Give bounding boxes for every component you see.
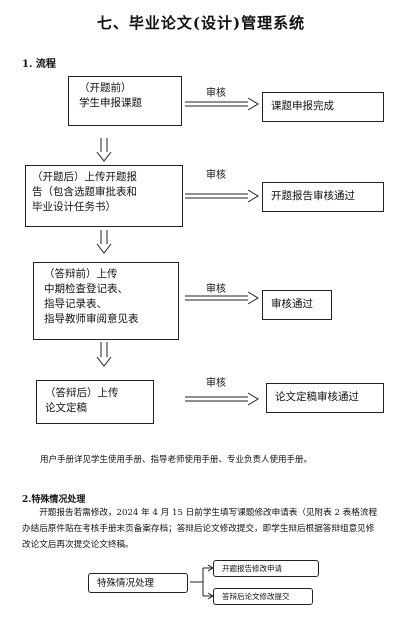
flow-step-3-line-2: 中期检查登记表、 xyxy=(44,283,128,295)
flow-step-4-action: 审核 xyxy=(206,378,226,389)
flow-step-2-action: 审核 xyxy=(206,170,226,181)
arrow-down-2 xyxy=(96,230,112,254)
section-1-heading: 1. 流程 xyxy=(22,59,56,70)
flow-step-4-result: 论文定稿审核通过 xyxy=(266,383,384,413)
flow-step-3-line-4: 指导教师审阅意见表 xyxy=(44,313,139,325)
flow-step-1-line-1: （开题前） xyxy=(79,82,132,94)
section-2-paragraph: 开题报告若需修改，2024 年 4 月 15 日前学生填写课题修改申请表（见附表… xyxy=(22,508,378,550)
arrow-down-3 xyxy=(96,342,112,367)
branch-1-box: 开题报告修改申请 xyxy=(213,560,319,577)
flow-step-2-line-2: 告（包含选题审批表和 xyxy=(32,186,137,198)
flow-step-1-box: （开题前） 学生申报课题 xyxy=(68,76,182,126)
arrow-right-3 xyxy=(185,291,259,305)
flow-step-3-line-1: （答辩前）上传 xyxy=(44,268,118,280)
flow-step-1-action: 审核 xyxy=(206,88,226,99)
flow-step-2-result: 开题报告审核通过 xyxy=(262,182,384,212)
flow-step-2-box: （开题后）上传开题报 告（包含选题审批表和 毕业设计任务书） xyxy=(25,165,183,227)
flow-step-4-line-1: （答辩后）上传 xyxy=(45,387,119,399)
flow-step-4-box: （答辩后）上传 论文定稿 xyxy=(36,380,154,424)
flow-step-3-action: 审核 xyxy=(206,284,226,295)
arrow-right-1 xyxy=(185,97,259,111)
section-2-heading: 2.特殊情况处理 xyxy=(22,495,86,505)
arrow-right-2 xyxy=(185,189,259,203)
flow-step-3-line-3: 指导记录表、 xyxy=(44,298,107,310)
manual-note: 用户手册详见学生使用手册、指导老师使用手册、专业负责人使用手册。 xyxy=(40,455,313,465)
flow-step-1-line-2: 学生申报课题 xyxy=(79,97,142,109)
flow-step-2-line-1: （开题后）上传开题报 xyxy=(32,171,137,183)
page-title: 七、毕业论文(设计)管理系统 xyxy=(96,14,306,32)
flow-step-3-result: 审核通过 xyxy=(262,290,332,320)
flow-step-2-line-3: 毕业设计任务书） xyxy=(32,201,116,213)
arrow-right-4 xyxy=(185,392,259,406)
flow-step-1-result: 课题申报完成 xyxy=(262,92,384,122)
arrow-down-1 xyxy=(96,138,112,162)
special-case-box: 特殊情况处理 xyxy=(88,573,188,593)
branch-2-box: 答辩后论文修改提交 xyxy=(213,588,313,605)
flow-step-4-line-2: 论文定稿 xyxy=(45,402,87,414)
branch-connector xyxy=(190,567,212,597)
flow-step-3-box: （答辩前）上传 中期检查登记表、 指导记录表、 指导教师审阅意见表 xyxy=(33,262,179,340)
